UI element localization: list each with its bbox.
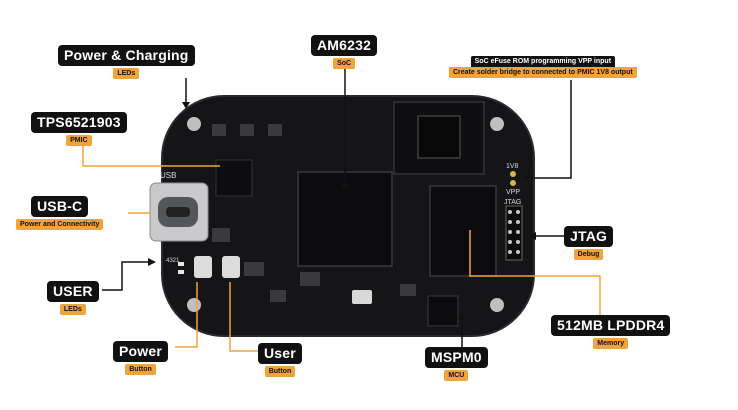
mounting-hole: [490, 117, 504, 131]
mcu-sub: MCU: [444, 370, 469, 381]
jtag-header: [505, 205, 523, 261]
efuse-line-1: SoC eFuse ROM programming VPP input: [470, 56, 616, 67]
arrow-soc: [341, 184, 349, 191]
pmic-title: TPS6521903: [31, 112, 127, 133]
vpp-pad: [510, 171, 516, 177]
power-button-sub: Button: [125, 364, 156, 375]
jtag-title: JTAG: [564, 226, 614, 247]
silk-vpp: VPP: [506, 189, 520, 196]
soc-sub: SoC: [333, 58, 356, 69]
silk-jtag: JTAG: [504, 199, 521, 206]
jtag-sub: Debug: [573, 249, 604, 260]
user-button-sub: Button: [264, 366, 296, 377]
pmic-chip: [215, 159, 253, 197]
leader-user-button: [229, 282, 260, 352]
callout-pmic: TPS6521903 PMIC: [31, 112, 127, 146]
leader-memory: [469, 230, 601, 318]
callout-usbc: USB-C Power and Connectivity: [16, 196, 104, 230]
callout-power-charging: Power & Charging LEDs: [58, 45, 195, 79]
callout-memory: 512MB LPDDR4 Memory: [551, 315, 671, 349]
callout-soc: AM6232 SoC: [311, 35, 378, 69]
arrow-jtag: [528, 232, 536, 240]
callout-mcu: MSPM0 MCU: [425, 347, 488, 381]
led: [178, 262, 184, 266]
usbc-title: USB-C: [31, 196, 89, 217]
user-leds-title: USER: [47, 281, 99, 302]
callout-user-leds: USER LEDs: [47, 281, 99, 315]
silk-usb: USB: [160, 171, 176, 180]
memory-chip: [429, 185, 497, 277]
user-button-title: User: [258, 343, 302, 364]
power-button-part: [194, 256, 212, 278]
user-leds-sub: LEDs: [59, 304, 86, 315]
silk-1v8: 1V8: [506, 163, 519, 170]
efuse-line-2: Create solder bridge to connected to PMI…: [449, 67, 637, 78]
callout-power-button: Power Button: [113, 341, 169, 375]
usbc-sub: Power and Connectivity: [16, 219, 104, 230]
mounting-hole: [187, 117, 201, 131]
power-charging-title: Power & Charging: [58, 45, 195, 66]
mcu-chip: [427, 295, 459, 327]
memory-sub: Memory: [593, 338, 629, 349]
arrow-power-charging: [182, 102, 190, 109]
soc-title: AM6232: [311, 35, 378, 56]
arrow-user-leds: [148, 258, 156, 266]
silk-leds: 4321: [166, 258, 180, 264]
callout-user-button: User Button: [258, 343, 302, 377]
arrow-mcu: [458, 313, 466, 320]
pmic-sub: PMIC: [66, 135, 92, 146]
memory-title: 512MB LPDDR4: [551, 315, 671, 336]
user-button-part: [222, 256, 240, 278]
leader-power-button: [175, 282, 198, 348]
leader-pmic: [82, 145, 220, 167]
led: [178, 270, 184, 274]
mounting-hole: [187, 298, 201, 312]
mcu-title: MSPM0: [425, 347, 488, 368]
callout-jtag: JTAG Debug: [564, 226, 614, 260]
callout-efuse: SoC eFuse ROM programming VPP input Crea…: [449, 56, 637, 78]
power-charging-sub: LEDs: [113, 68, 140, 79]
mounting-hole: [490, 298, 504, 312]
arrow-vpp: [522, 174, 530, 182]
vpp-pad: [510, 180, 516, 186]
power-button-title: Power: [113, 341, 169, 362]
